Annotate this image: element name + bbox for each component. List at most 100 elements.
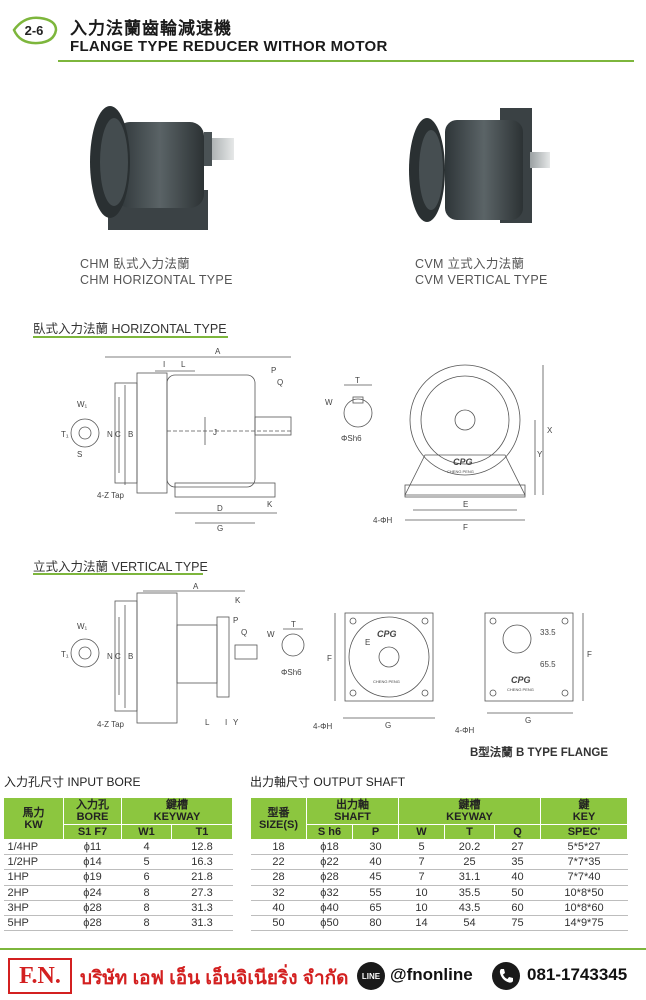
col-p: P	[352, 824, 399, 840]
line-app-icon[interactable]: LINE	[357, 962, 385, 990]
bore-cell: 8	[121, 900, 172, 916]
bore-cell: 31.3	[171, 915, 233, 932]
col-power-cn: 馬力	[22, 806, 45, 819]
col-s1f7: S1 F7	[63, 824, 122, 840]
v-dim-a: A	[193, 583, 199, 591]
shaft-cell: 35.5	[444, 885, 495, 901]
bore-cell: 1/4HP	[3, 839, 64, 856]
horizontal-title-underline	[33, 336, 228, 338]
shaft-cell: 40	[250, 900, 307, 916]
dim-a: A	[215, 347, 221, 356]
shaft-cell: 28	[250, 869, 307, 886]
v-dim-n: N	[107, 652, 113, 661]
shaft-cell: 65	[352, 900, 399, 916]
page-header: 2-6 入力法蘭齒輪減速機 FLANGE TYPE REDUCER WITHOR…	[0, 0, 646, 62]
shaft-cell: 20.2	[444, 839, 495, 856]
v-dim-q: Q	[241, 628, 247, 637]
bore-cell: 2HP	[3, 885, 64, 901]
bore-cell: 4	[121, 839, 172, 856]
line-id[interactable]: @fnonline	[390, 965, 473, 984]
v-dim-t1: T₁	[61, 650, 69, 659]
col-keyway2-en: KEYWAY	[446, 811, 493, 823]
dim-b: B	[128, 430, 133, 439]
shaft-cell: 40	[494, 869, 541, 886]
output-shaft-title: 出力軸尺寸 OUTPUT SHAFT	[250, 773, 405, 790]
shaft-cell: 7	[398, 854, 445, 871]
col-shaft-cn: 出力軸	[336, 799, 369, 811]
dim-f: F	[463, 523, 468, 532]
dim-t1: T₁	[61, 430, 69, 439]
b-dim-hole: 4-ΦH	[455, 726, 474, 735]
col-keyway2-cn: 鍵槽	[458, 799, 481, 811]
shaft-cell: 60	[494, 900, 541, 916]
shaft-cell: 35	[494, 854, 541, 871]
v-dim-f: F	[327, 654, 332, 663]
dim-g: G	[217, 524, 223, 533]
v-dim-c: C	[115, 652, 121, 661]
col-t: T	[444, 824, 495, 840]
col-bore-en: BORE	[76, 811, 109, 823]
shaft-cell: 5	[398, 839, 445, 856]
bore-cell: 8	[121, 885, 172, 901]
shaft-cell: 80	[352, 915, 399, 932]
vertical-drawing: A K P Q L I Y N C B W₁ T₁ 4-Z Tap W T ΦS…	[61, 583, 592, 735]
phone-number[interactable]: 081-1743345	[527, 965, 628, 984]
col-shaft: 出力軸 SHAFT	[306, 797, 399, 825]
phone-icon[interactable]	[492, 962, 520, 990]
vertical-section-title: 立式入力法蘭 VERTICAL TYPE	[33, 556, 208, 575]
bore-cell: 5HP	[3, 915, 64, 932]
b-dim-f: F	[587, 650, 592, 659]
v-brand-label: CPG	[377, 629, 397, 639]
cvm-caption-en: CVM VERTICAL TYPE	[415, 273, 548, 287]
dim-j: J	[213, 428, 217, 437]
output-shaft-title-en: OUTPUT SHAFT	[313, 775, 406, 789]
horizontal-drawing: A I L P Q N C B J W₁ T₁ S 4-Z Tap D G K …	[61, 347, 553, 533]
page-title-en: FLANGE TYPE REDUCER WITHOR MOTOR	[70, 38, 388, 55]
shaft-cell: 50	[250, 915, 307, 932]
b-dim-33: 33.5	[540, 628, 556, 637]
shaft-cell: 55	[352, 885, 399, 901]
col-key-en: KEY	[572, 811, 596, 823]
vertical-dimension-labels: A K P Q L I Y N C B W₁ T₁ 4-Z Tap W T ΦS…	[61, 583, 592, 735]
dim-p: P	[271, 366, 276, 375]
col-spec: SPEC'	[540, 824, 628, 840]
col-keyway-cn: 鍵槽	[166, 799, 188, 811]
dim-y: Y	[537, 450, 543, 459]
shaft-cell: ϕ50	[306, 915, 353, 932]
col-bore: 入力孔 BORE	[63, 797, 122, 825]
bore-cell: ϕ24	[63, 885, 122, 901]
col-bore-cn: 入力孔	[76, 799, 109, 811]
shaft-cell: 25	[444, 854, 495, 871]
shaft-cell: 5*5*27	[540, 839, 628, 856]
dim-tap: 4-Z Tap	[97, 491, 125, 500]
brand-sublabel: CHENG PENG	[447, 469, 474, 474]
bore-cell: 1HP	[3, 869, 64, 886]
v-dim-hole: 4-ΦH	[313, 722, 332, 731]
col-key: 鍵 KEY	[540, 797, 628, 825]
horizontal-title-cn: 臥式入力法蘭	[33, 322, 109, 336]
v-dim-shaft: ΦSh6	[281, 668, 302, 677]
col-size-en: SIZE(S)	[258, 818, 299, 831]
input-bore-title-cn: 入力孔尺寸	[4, 775, 65, 789]
bore-cell: ϕ28	[63, 900, 122, 916]
section-badge: 2-6	[10, 14, 58, 46]
b-dim-65: 65.5	[540, 660, 556, 669]
dim-q: Q	[277, 378, 283, 387]
bore-cell: ϕ19	[63, 869, 122, 886]
b-brand-sublabel: CHENG PENG	[507, 687, 534, 692]
vertical-title-cn: 立式入力法蘭	[33, 560, 109, 574]
col-keyway-en: KEYWAY	[153, 811, 201, 823]
col-keyway: 鍵槽 KEYWAY	[121, 797, 233, 825]
bore-cell: 21.8	[171, 869, 233, 886]
col-power-en: KW	[24, 818, 43, 831]
v-dim-k: K	[235, 596, 241, 605]
shaft-cell: 50	[494, 885, 541, 901]
